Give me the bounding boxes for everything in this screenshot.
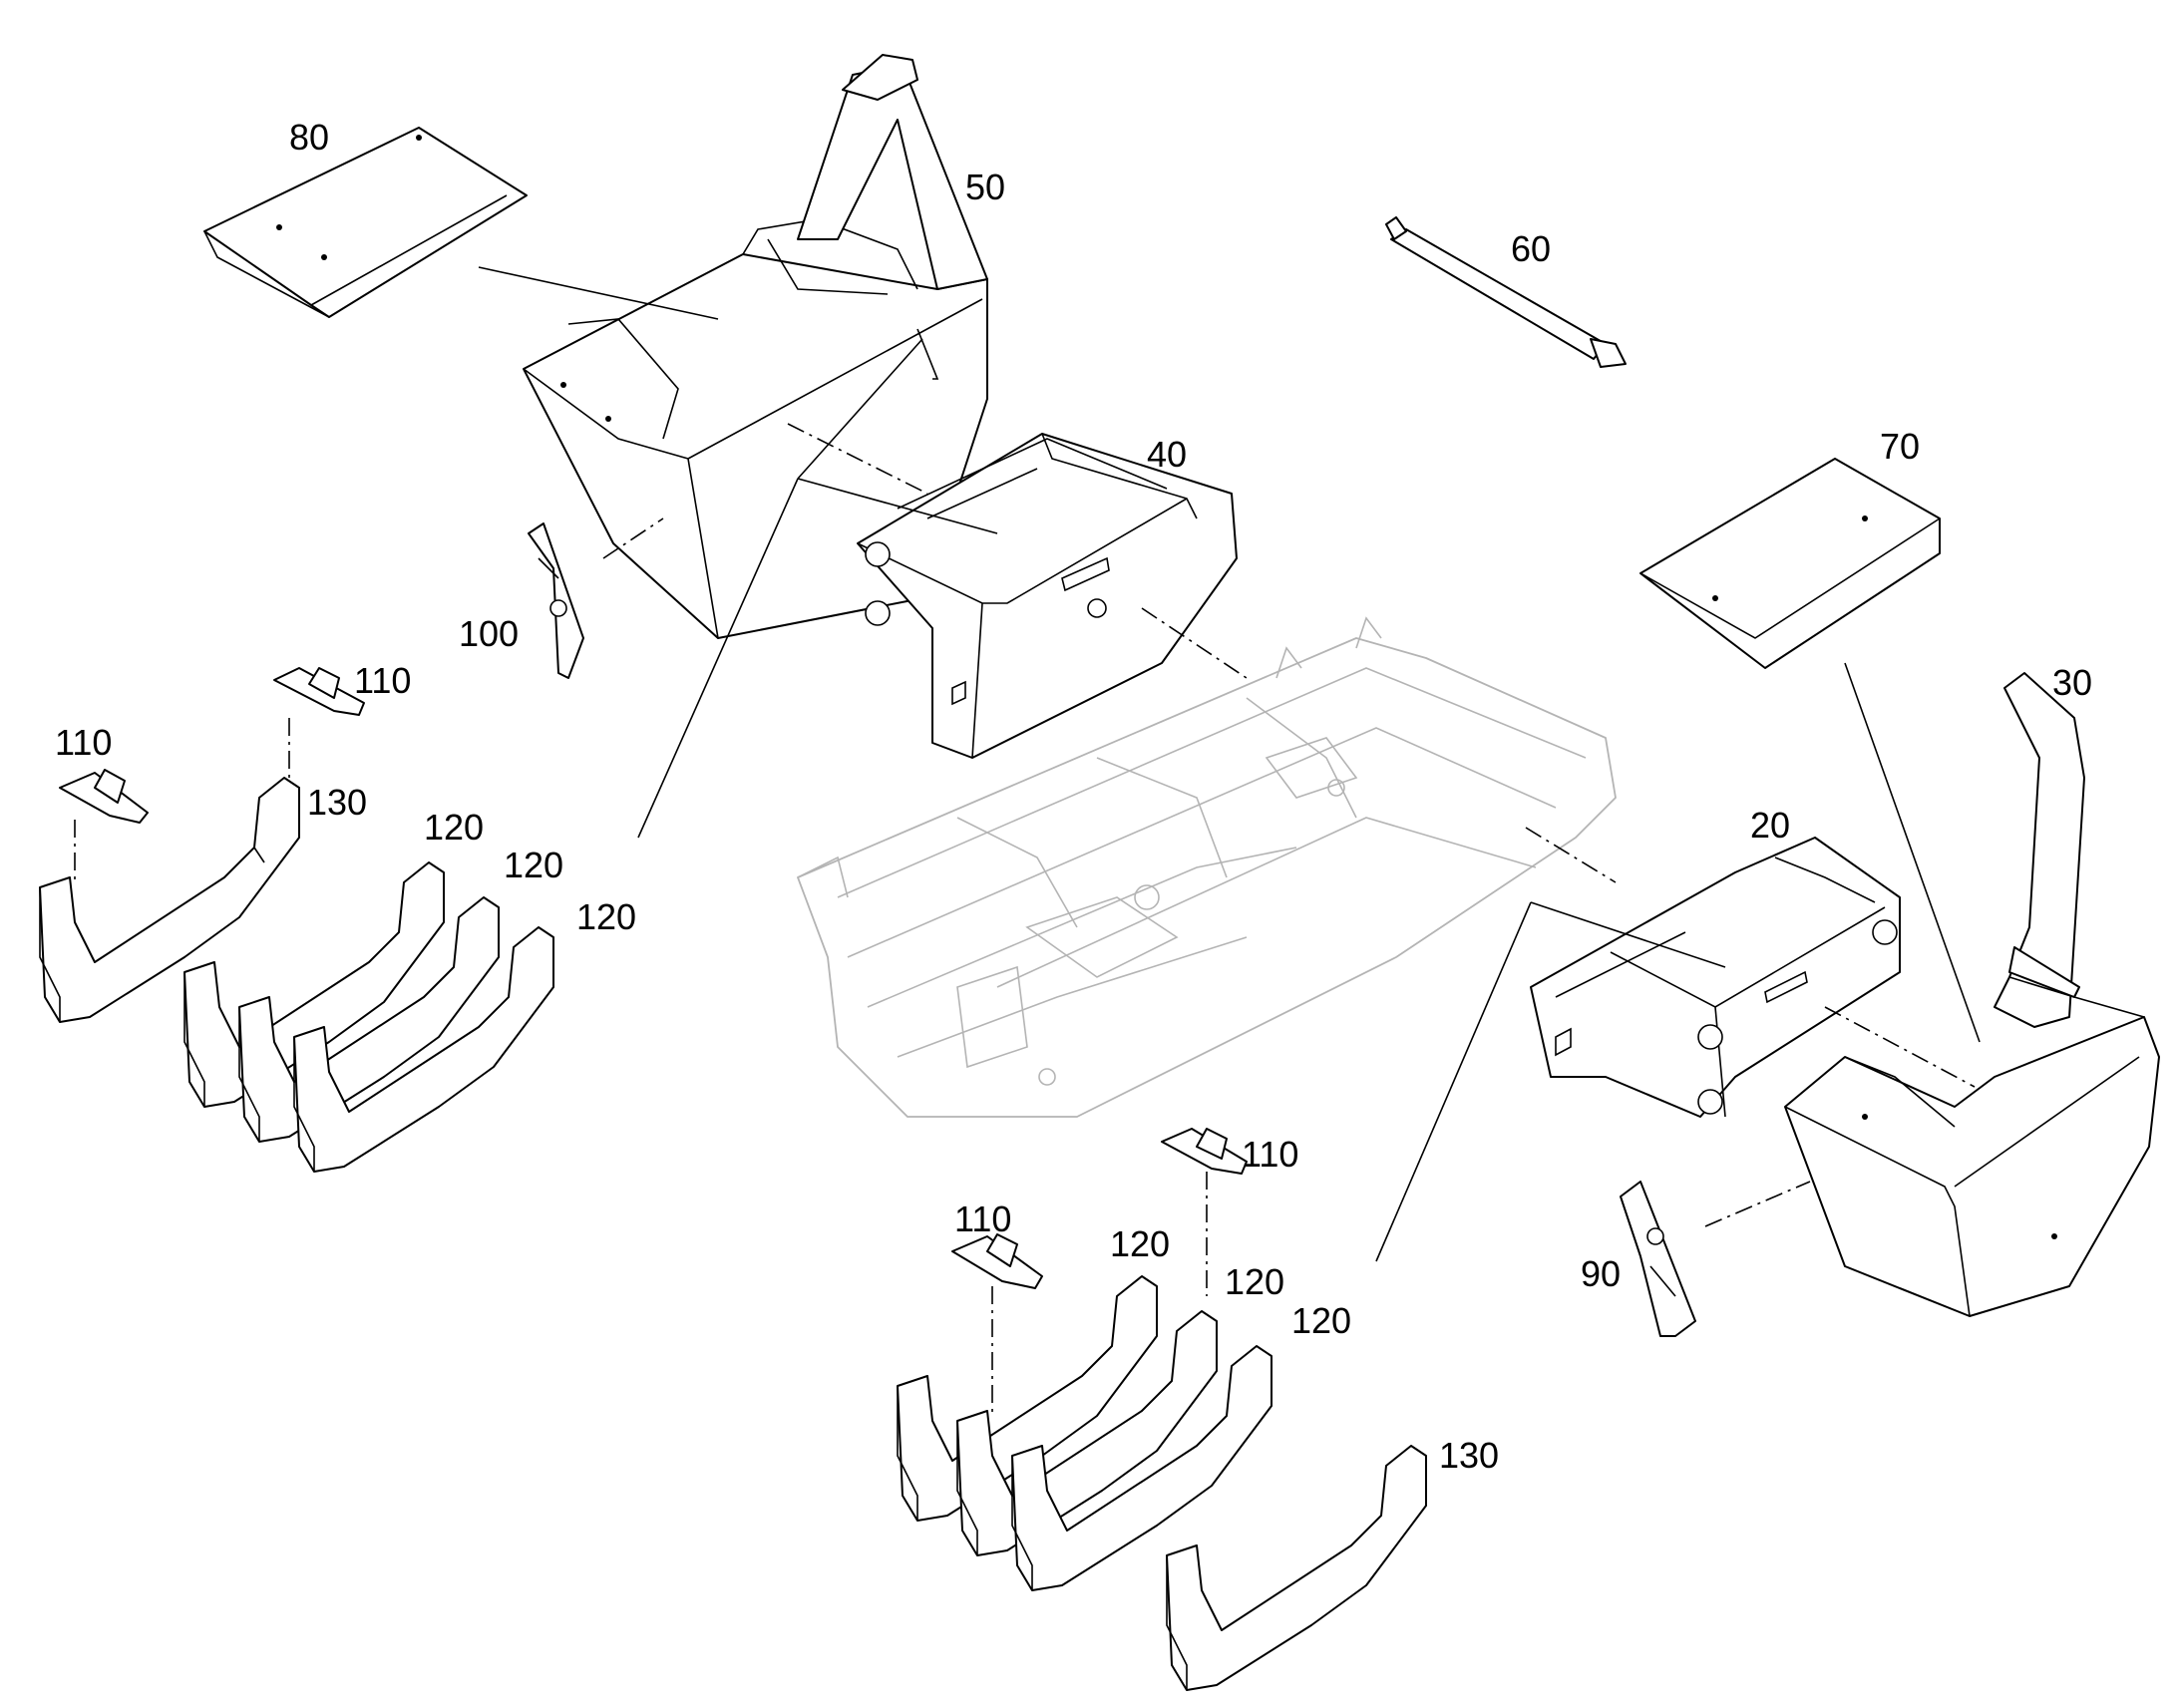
clip-110-d [951,1233,1043,1289]
counterweight-group-left [39,667,554,1173]
callout-110-c: 110 [1242,1134,1298,1175]
callout-70: 70 [1880,426,1920,467]
bracket-20 [1530,837,1901,1118]
callout-130-b: 130 [1439,1435,1499,1476]
callout-130-a: 130 [307,782,367,823]
strut-60 [1385,216,1627,368]
bracket-40 [857,433,1238,759]
callout-110-b: 110 [55,722,112,763]
callout-80: 80 [289,117,329,158]
callout-100: 100 [459,613,519,654]
plate-70 [1639,458,1941,669]
callout-120-d: 120 [1110,1223,1170,1264]
callout-110-d: 110 [954,1198,1011,1239]
callout-90: 90 [1581,1253,1621,1294]
counterweight-group-bottom [897,1128,1427,1691]
callout-120-c: 120 [576,896,636,937]
callout-60: 60 [1511,228,1551,269]
plate-90 [1620,1181,1696,1337]
chassis-frame [797,616,1617,1118]
clip-110-b [59,769,149,824]
callout-50: 50 [965,167,1005,207]
plate-80 [203,127,528,318]
hood-30 [1784,672,2160,1317]
clip-110-a [273,667,365,716]
callout-20: 20 [1750,805,1790,846]
callout-labels: 80 50 60 40 70 100 110 110 130 120 120 1… [55,117,2092,1476]
leader-lines [74,266,1981,1416]
callout-120-e: 120 [1225,1261,1284,1302]
callout-110-a: 110 [354,660,411,701]
callout-40: 40 [1147,434,1187,475]
clip-110-c [1161,1128,1248,1175]
callout-120-f: 120 [1291,1300,1351,1341]
callout-30: 30 [2052,662,2092,703]
plate-100 [528,522,584,679]
callout-120-b: 120 [504,845,563,885]
callout-120-a: 120 [424,807,484,848]
